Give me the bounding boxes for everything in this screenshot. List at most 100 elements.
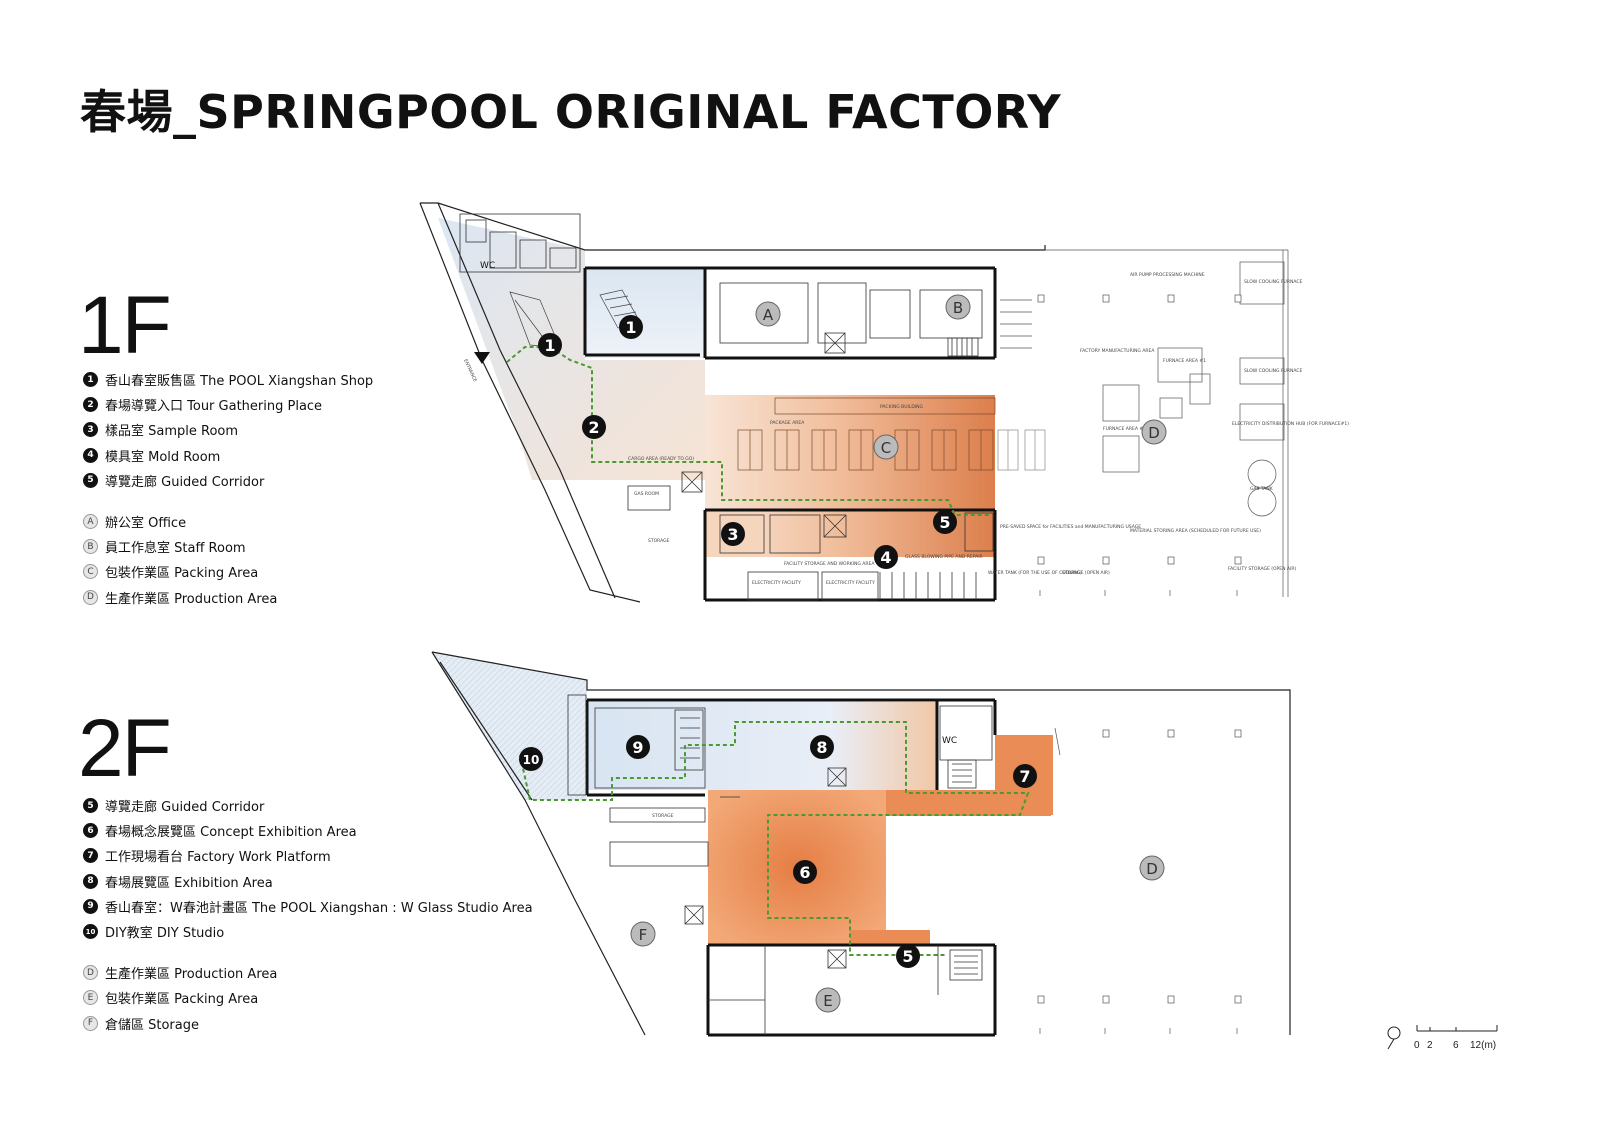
slow-cooling-2-label: SLOW COOLING FURNACE — [1244, 368, 1302, 374]
svg-text:2: 2 — [588, 418, 599, 437]
legend-text: 樣品室 Sample Room — [105, 424, 239, 440]
north-arrow-icon — [1387, 1026, 1401, 1050]
plan-1f: WC ENTRANCE — [419, 202, 1349, 603]
svg-text:7: 7 — [1019, 767, 1030, 786]
marker-7: 7 — [1013, 764, 1037, 788]
facility-storage-label: FACILITY STORAGE AND WORKING AREA — [784, 561, 875, 567]
wc-label-2f: WC — [942, 736, 957, 746]
legend-text: 春場導覽入口 Tour Gathering Place — [105, 399, 323, 415]
legend-1f: 1 香山春室販售區 The POOL Xiangshan Shop 2 春場導覽入口… — [83, 367, 373, 610]
legend-item: A 辦公室 Office — [83, 509, 373, 534]
svg-text:1: 1 — [544, 336, 555, 355]
factory-manufacturing-label: FACTORY MANUFACTURING AREA — [1080, 348, 1155, 354]
marker-3: 3 — [721, 522, 745, 546]
electricity-hub-label: ELECTRICITY DISTRIBUTION HUB (FOR FURNAC… — [1232, 421, 1349, 427]
legend-letter-icon: B — [83, 539, 98, 555]
svg-text:D: D — [1148, 424, 1160, 442]
slow-cooling-1-label: SLOW COOLING FURNACE — [1244, 279, 1302, 285]
page-title: 春場_SPRINGPOOL ORIGINAL FACTORY — [80, 85, 1062, 139]
legend-number-icon: 10 — [83, 924, 98, 940]
gas-room-label: GAS ROOM — [634, 491, 659, 497]
entrance-icon — [474, 352, 490, 364]
legend-letter-icon: C — [83, 564, 98, 580]
guided-corridor-1f — [506, 346, 990, 516]
marker-4: 4 — [874, 545, 898, 569]
air-pump-label: AIR PUMP PROCESSING MACHINE — [1130, 272, 1205, 278]
svg-text:A: A — [763, 306, 774, 324]
legend-number-icon: 2 — [83, 397, 98, 413]
legend-text: 辦公室 Office — [105, 516, 187, 532]
wc-label: WC — [480, 261, 495, 271]
legend-item: 2 春場導覽入口 Tour Gathering Place — [83, 392, 373, 417]
glass-repair-label: GLASS BLOWING PIPE AND REPAIR — [905, 554, 983, 560]
svg-text:1: 1 — [625, 318, 636, 337]
scale-tick-0: 0 — [1414, 1040, 1420, 1051]
legend-text: 春場概念展覽區 Concept Exhibition Area — [105, 825, 357, 841]
legend-text: 倉儲區 Storage — [105, 1017, 199, 1033]
legend-text: 生產作業區 Production Area — [105, 591, 278, 607]
package-area-label: PACKAGE AREA — [770, 420, 805, 426]
electricity-label-1: ELECTRICITY FACILITY — [752, 580, 801, 586]
legend-item: D 生產作業區 Production Area — [83, 585, 373, 610]
material-storing-label: MATERIAL STORING AREA (SCHEDULED FOR FUT… — [1130, 528, 1261, 534]
marker-8: 8 — [810, 735, 834, 759]
water-tank-label: WATER TANK (FOR THE USE OF COOLING) — [988, 570, 1082, 576]
marker-1: 1 — [538, 333, 562, 357]
svg-text:D: D — [1146, 860, 1158, 878]
packing-building-label: PACKING BUILDING — [880, 404, 924, 410]
legend-number-icon: 8 — [83, 873, 98, 889]
marker-c: C — [873, 434, 899, 460]
legend-text: 導覽走廊 Guided Corridor — [105, 800, 265, 816]
facility-storage-open-label: FACILITY STORAGE (OPEN AIR) — [1228, 566, 1296, 572]
scale-tick-6: 6 — [1453, 1040, 1459, 1051]
marker-d-2f: D — [1139, 855, 1165, 881]
electricity-label-2: ELECTRICITY FACILITY — [826, 580, 875, 586]
legend-text: 香山春室販售區 The POOL Xiangshan Shop — [105, 374, 374, 390]
marker-6: 6 — [793, 860, 817, 884]
furnace-2-label: FURNACE AREA #2 — [1103, 426, 1146, 432]
svg-text:E: E — [823, 992, 832, 1010]
marker-a: A — [755, 301, 781, 327]
marker-1b: 1 — [619, 315, 643, 339]
legend-text: 生產作業區 Production Area — [105, 967, 278, 983]
svg-text:C: C — [881, 439, 891, 457]
marker-5: 5 — [933, 510, 957, 534]
svg-text:5: 5 — [939, 513, 950, 532]
legend-text: 導覽走廊 Guided Corridor — [105, 474, 265, 490]
legend-number-icon: 5 — [83, 472, 98, 488]
legend-item: 4 模具室 Mold Room — [83, 443, 373, 468]
storage-label-2f: STORAGE — [652, 813, 674, 819]
storage-open-label: STORAGE (OPEN AIR) — [1062, 570, 1110, 576]
legend-item: 1 香山春室販售區 The POOL Xiangshan Shop — [83, 367, 373, 392]
legend-number-icon: 9 — [83, 898, 98, 914]
entrance-zone — [438, 218, 705, 480]
gas-tank-label: GAS TANK — [1250, 486, 1274, 492]
marker-b: B — [945, 294, 971, 320]
legend-letter-icon: D — [83, 589, 98, 605]
legend-text: 春場展覽區 Exhibition Area — [105, 875, 273, 891]
legend-item: 5 導覽走廊 Guided Corridor — [83, 468, 373, 493]
svg-text:5: 5 — [902, 947, 913, 966]
marker-2: 2 — [582, 415, 606, 439]
legend-number-icon: 4 — [83, 447, 98, 463]
svg-text:B: B — [953, 299, 963, 317]
svg-text:6: 6 — [799, 863, 810, 882]
marker-5-2f: 5 — [896, 944, 920, 968]
legend-text: 香山春室：W春池計畫區 The POOL Xiangshan : W Glass… — [105, 900, 533, 916]
legend-number-icon: 1 — [83, 372, 98, 388]
scale-tick-2: 2 — [1427, 1040, 1433, 1051]
legend-letter-icon: A — [83, 514, 98, 530]
shop-zone — [585, 270, 705, 358]
legend-text: 模具室 Mold Room — [105, 449, 221, 465]
legend-letter-icon: E — [83, 990, 98, 1006]
marker-9: 9 — [626, 735, 650, 759]
